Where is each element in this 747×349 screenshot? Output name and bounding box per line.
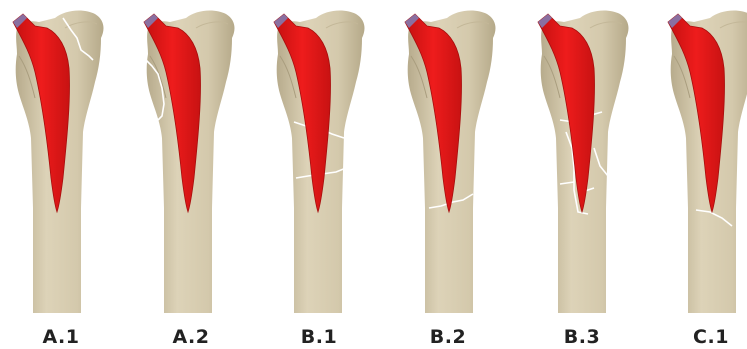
femur-model-a2 [136,8,248,313]
panel-label-b1: B.1 [274,326,364,348]
femur-model-b2 [397,8,509,313]
femur-panel-c1 [660,8,747,313]
femur-panel-b1 [266,8,378,313]
femur-model-c1 [660,8,747,313]
panel-label-a1: A.1 [16,326,106,348]
femur-panel-b3 [530,8,642,313]
femur-model-b3 [530,8,642,313]
femur-model-b1 [266,8,378,313]
panel-label-b2: B.2 [403,326,493,348]
panel-label-b3: B.3 [537,326,627,348]
femur-panel-b2 [397,8,509,313]
femur-panel-a2 [136,8,248,313]
panel-label-a2: A.2 [146,326,236,348]
femur-model-a1 [5,8,117,313]
panel-label-c1: C.1 [666,326,747,348]
femur-panel-a1 [5,8,117,313]
